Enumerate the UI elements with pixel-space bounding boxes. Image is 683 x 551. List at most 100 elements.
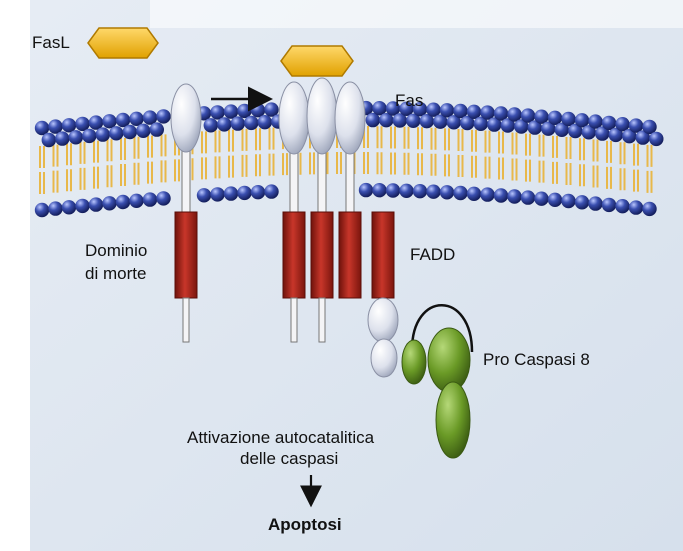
lipid-head <box>554 122 569 137</box>
lipid-head <box>412 184 428 199</box>
lipid-head <box>466 104 482 120</box>
lipid-head <box>628 118 644 133</box>
lipid-head <box>487 117 502 132</box>
lipid-head <box>426 102 441 117</box>
lipid-head <box>493 106 509 121</box>
prodomain-linker <box>410 304 474 353</box>
lipid-head <box>115 194 131 210</box>
lipid-head <box>75 116 90 132</box>
lipid-head <box>446 115 461 130</box>
lipid-head <box>608 127 623 143</box>
lipid-head <box>230 116 245 131</box>
lipid-head <box>68 130 84 145</box>
bound-fasl-hexagon-icon <box>280 45 354 77</box>
lipid-head <box>507 189 522 204</box>
cell-membrane <box>34 100 664 218</box>
lipid-head <box>568 123 583 139</box>
lipid-head <box>520 190 536 205</box>
transmembrane-stalk <box>345 145 355 217</box>
lipid-head <box>217 117 232 132</box>
lipid-head <box>480 105 495 120</box>
transmembrane-stalk <box>181 145 191 217</box>
lipid-head <box>61 200 77 215</box>
lipid-head <box>433 114 448 129</box>
lipid-head <box>507 107 522 122</box>
lipid-head <box>365 112 380 128</box>
lipid-head <box>41 132 56 148</box>
fadd-death-effector-domain <box>370 338 398 378</box>
lipid-head <box>615 117 630 132</box>
lipid-head <box>88 197 104 212</box>
fadd-adaptor <box>367 211 399 378</box>
lipid-head <box>642 119 657 135</box>
fas-ectodomain <box>306 77 338 155</box>
lipid-head <box>622 129 637 144</box>
lipid-head <box>223 186 239 201</box>
fasl-hexagon-icon <box>87 27 159 59</box>
cytoplasmic-tail <box>318 297 326 343</box>
lipid-head <box>142 110 158 125</box>
lipid-head <box>419 114 434 129</box>
lipid-heads <box>34 100 664 218</box>
lipid-head <box>250 185 266 200</box>
fadd-death-domain <box>371 211 395 299</box>
lipid-head <box>453 103 468 119</box>
lipid-head <box>122 124 137 140</box>
activation-label-line2: delle caspasi <box>240 449 339 468</box>
lipid-head <box>203 118 218 133</box>
lipid-head <box>48 119 63 134</box>
lipid-head <box>547 110 563 126</box>
lipid-head <box>223 104 239 119</box>
lipid-head <box>642 201 657 217</box>
transmembrane-stalk <box>317 145 327 217</box>
lipid-head <box>385 101 401 116</box>
lipid-head <box>615 199 630 214</box>
lipid-head <box>102 114 117 129</box>
lipid-head <box>466 186 482 201</box>
lipid-head <box>412 102 428 117</box>
activation-label-line1: Attivazione autocatalitica <box>187 428 375 447</box>
lipid-head <box>493 188 509 203</box>
lipid-head <box>561 111 576 127</box>
fas-label: Fas <box>395 91 424 110</box>
lipid-head <box>210 105 225 120</box>
lipid-head <box>55 131 70 146</box>
lipid-head <box>473 116 488 131</box>
lipid-head <box>129 193 144 208</box>
lipid-head <box>61 118 77 133</box>
lipid-head <box>581 125 596 140</box>
caspase-small-subunit <box>435 381 471 459</box>
death-domain-block <box>338 211 362 299</box>
lipid-head <box>588 114 603 129</box>
fas-ectodomain <box>334 81 366 155</box>
lipid-head <box>95 127 111 142</box>
lipid-head <box>210 187 225 202</box>
lipid-head <box>635 130 650 145</box>
fas-receptor-trimer <box>278 77 366 343</box>
cytoplasmic-tail <box>290 297 298 343</box>
lipid-head <box>115 112 131 128</box>
lipid-head <box>392 113 407 128</box>
lipid-head <box>588 196 603 211</box>
lipid-head <box>601 197 617 213</box>
cytoplasmic-tail <box>182 297 190 343</box>
lipid-head <box>109 126 124 141</box>
death-domain-block <box>310 211 334 299</box>
lipid-head <box>561 193 576 209</box>
lipid-head <box>88 115 104 130</box>
lipid-head <box>500 118 515 133</box>
lipid-head <box>574 113 590 128</box>
lipid-head <box>399 101 414 117</box>
lipid-head <box>520 108 536 123</box>
lipid-head <box>385 183 401 198</box>
lipid-head <box>649 131 664 147</box>
lipid-head <box>534 109 549 124</box>
lipid-head <box>547 192 563 207</box>
lipid-head <box>439 185 455 200</box>
lipid-head <box>595 126 610 141</box>
lipid-head <box>379 113 394 128</box>
pro-caspase-8 <box>401 304 474 459</box>
death-domain-block <box>282 211 306 299</box>
lipid-head <box>75 198 90 214</box>
